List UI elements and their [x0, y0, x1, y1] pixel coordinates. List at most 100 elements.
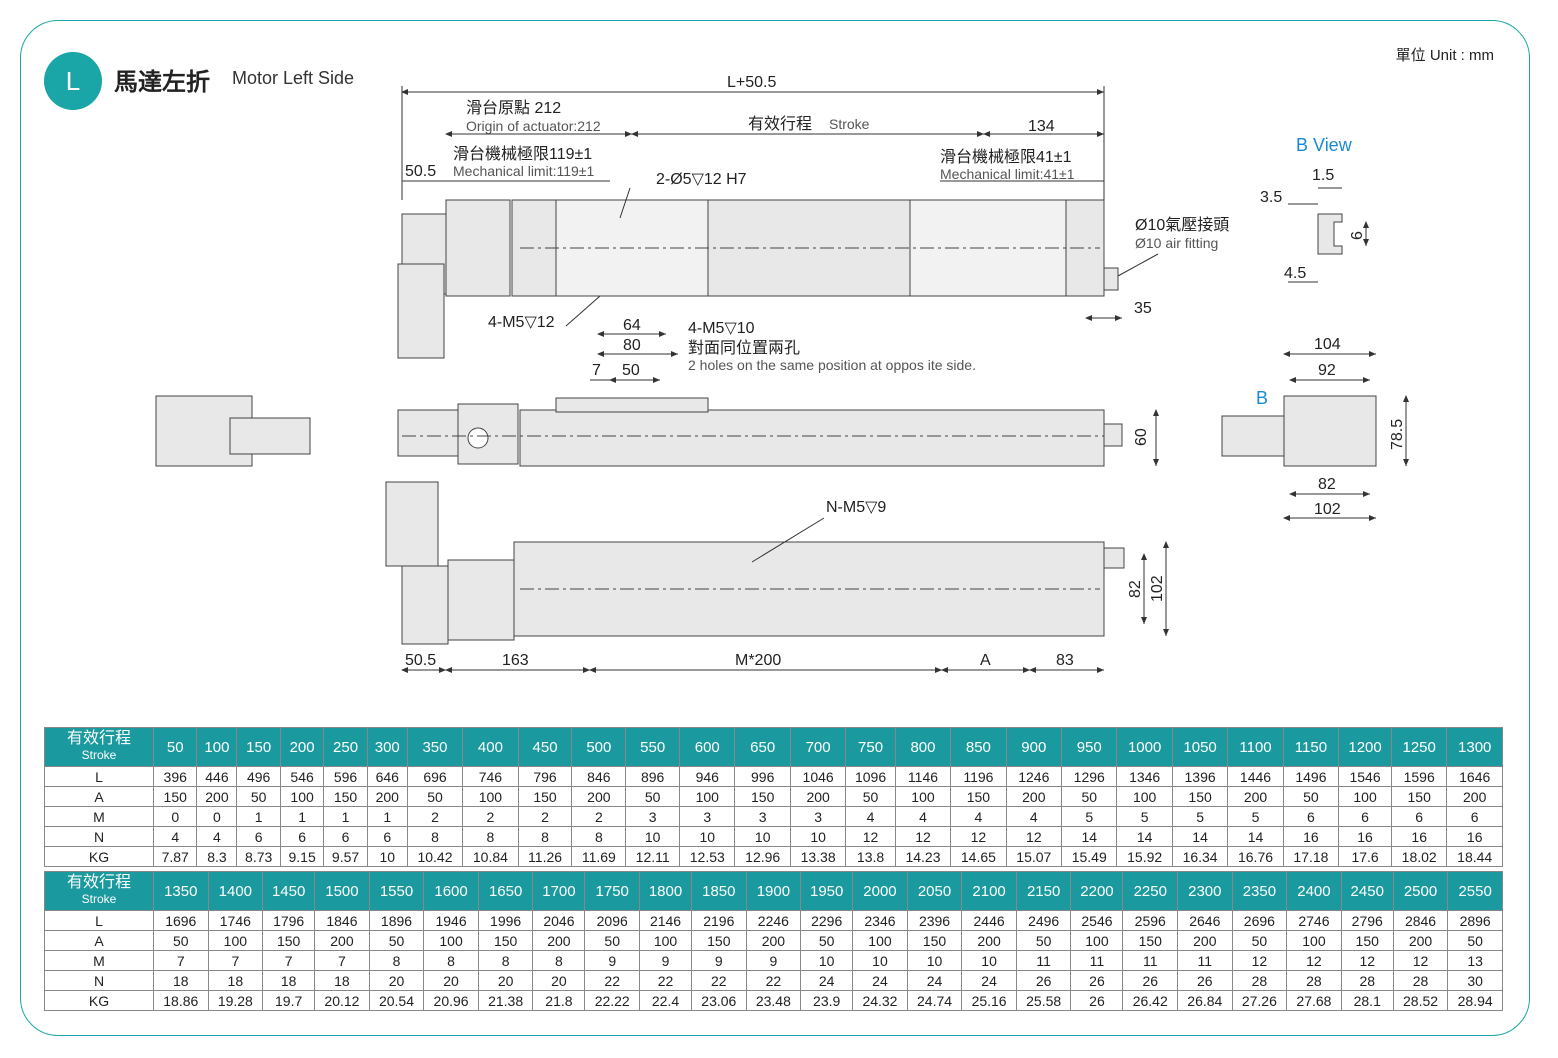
stroke-value: 1000: [1116, 727, 1173, 767]
dim-pin-hole: 2-Ø5▽12 H7: [656, 171, 747, 188]
b-view: [1317, 213, 1343, 255]
dim-stroke-zh: 有效行程: [748, 115, 812, 133]
table-cell: 10.84: [462, 846, 519, 867]
table-cell: 200: [961, 930, 1017, 951]
right-end-view: [1221, 395, 1377, 467]
dim-air-fitting-en: Ø10 air fitting: [1135, 235, 1218, 251]
dim-m5-12: 4-M5▽12: [488, 314, 555, 331]
row-label: A: [44, 930, 154, 951]
dim-n-m5: N-M5▽9: [826, 499, 886, 516]
table-cell: 150: [517, 786, 573, 807]
table-cell: 10: [906, 950, 963, 971]
table-cell: 16: [1282, 826, 1340, 847]
table-cell: 22: [584, 970, 640, 991]
table-cell: 946: [679, 766, 736, 787]
table-cell: 5: [1171, 806, 1229, 827]
table-cell: 20.54: [368, 990, 425, 1011]
table-cell: 100: [423, 930, 479, 951]
table-cell: 2546: [1070, 910, 1124, 931]
table-cell: 50: [1231, 930, 1288, 951]
table-cell: 9: [745, 950, 802, 971]
table-cell: 4: [894, 806, 952, 827]
table-cell: 28.1: [1340, 990, 1394, 1011]
stroke-value: 900: [1005, 727, 1063, 767]
table-cell: 3: [789, 806, 847, 827]
table-cell: 12: [1231, 950, 1288, 971]
table-cell: 50: [236, 786, 281, 807]
table-cell: 14.65: [950, 846, 1007, 867]
table-cell: 150: [323, 786, 368, 807]
table-cell: 1946: [423, 910, 479, 931]
stroke-value: 550: [625, 727, 681, 767]
dim-35: 35: [1134, 300, 1152, 317]
dim-82-vertical: 82: [1127, 580, 1144, 598]
table-cell: 1546: [1338, 766, 1392, 787]
table-cell: 26: [1177, 970, 1233, 991]
stroke-value: 1700: [532, 871, 586, 911]
table-cell: 5: [1116, 806, 1173, 827]
table-cell: 13: [1447, 950, 1503, 971]
table-cell: 2846: [1392, 910, 1449, 931]
table-cell: 446: [196, 766, 238, 787]
table-cell: 496: [236, 766, 281, 787]
table-cell: 150: [734, 786, 791, 807]
dim-mech-left-en: Mechanical limit:119±1: [453, 163, 594, 179]
row-label: KG: [44, 990, 154, 1011]
table-cell: 30: [1447, 970, 1503, 991]
table-cell: 22: [745, 970, 802, 991]
front-view: [155, 395, 1123, 467]
table-cell: 12: [845, 826, 896, 847]
table-cell: 26.84: [1177, 990, 1233, 1011]
table-cell: 4: [196, 826, 238, 847]
table-cell: 150: [1390, 786, 1448, 807]
stroke-value: 300: [366, 727, 408, 767]
table-cell: 24: [800, 970, 854, 991]
table-cell: 28.94: [1447, 990, 1503, 1011]
table-cell: 50: [153, 930, 209, 951]
table-cell: 18.86: [153, 990, 209, 1011]
dim-total-length: L+50.5: [727, 74, 776, 91]
row-label: L: [44, 766, 154, 787]
table-cell: 10: [366, 846, 408, 867]
table-cell: 4: [845, 806, 896, 827]
table-cell: 7: [262, 950, 316, 971]
table-cell: 50: [800, 930, 854, 951]
table-cell: 6: [1390, 806, 1448, 827]
table-cell: 6: [1282, 806, 1340, 827]
table-cell: 24.32: [852, 990, 908, 1011]
stroke-value: 1450: [262, 871, 316, 911]
section-badge: L: [44, 52, 102, 110]
table-cell: 18.44: [1446, 846, 1503, 867]
table-cell: 150: [152, 786, 198, 807]
bottom-view: [385, 481, 1125, 645]
stroke-value: 1850: [691, 871, 747, 911]
table-cell: 16.76: [1227, 846, 1284, 867]
dim-50-5-top: 50.5: [405, 163, 436, 180]
table-cell: 1696: [153, 910, 209, 931]
table-cell: 20: [477, 970, 534, 991]
table-cell: 8: [368, 950, 425, 971]
table-cell: 1346: [1116, 766, 1173, 787]
stroke-value: 1950: [800, 871, 854, 911]
dim-opposite-zh: 對面同位置兩孔: [688, 339, 800, 357]
table-cell: 12: [1286, 950, 1342, 971]
air-fitting: [1103, 267, 1119, 291]
table-cell: 7: [153, 950, 209, 971]
dim-83: 83: [1056, 652, 1074, 669]
front-motor: [397, 409, 459, 457]
stroke-value: 1400: [207, 871, 264, 911]
dim-50-5-bottom: 50.5: [405, 652, 436, 669]
title-chinese: 馬達左折: [114, 69, 210, 96]
dim-stroke-en: Stroke: [829, 116, 870, 132]
table-cell: 1746: [207, 910, 264, 931]
stroke-value: 1250: [1390, 727, 1448, 767]
table-cell: 11: [1015, 950, 1072, 971]
table-cell: 1046: [789, 766, 847, 787]
table-cell: 15.92: [1116, 846, 1173, 867]
table-cell: 13.8: [845, 846, 896, 867]
table-cell: 27.26: [1231, 990, 1288, 1011]
stroke-value: 650: [734, 727, 791, 767]
